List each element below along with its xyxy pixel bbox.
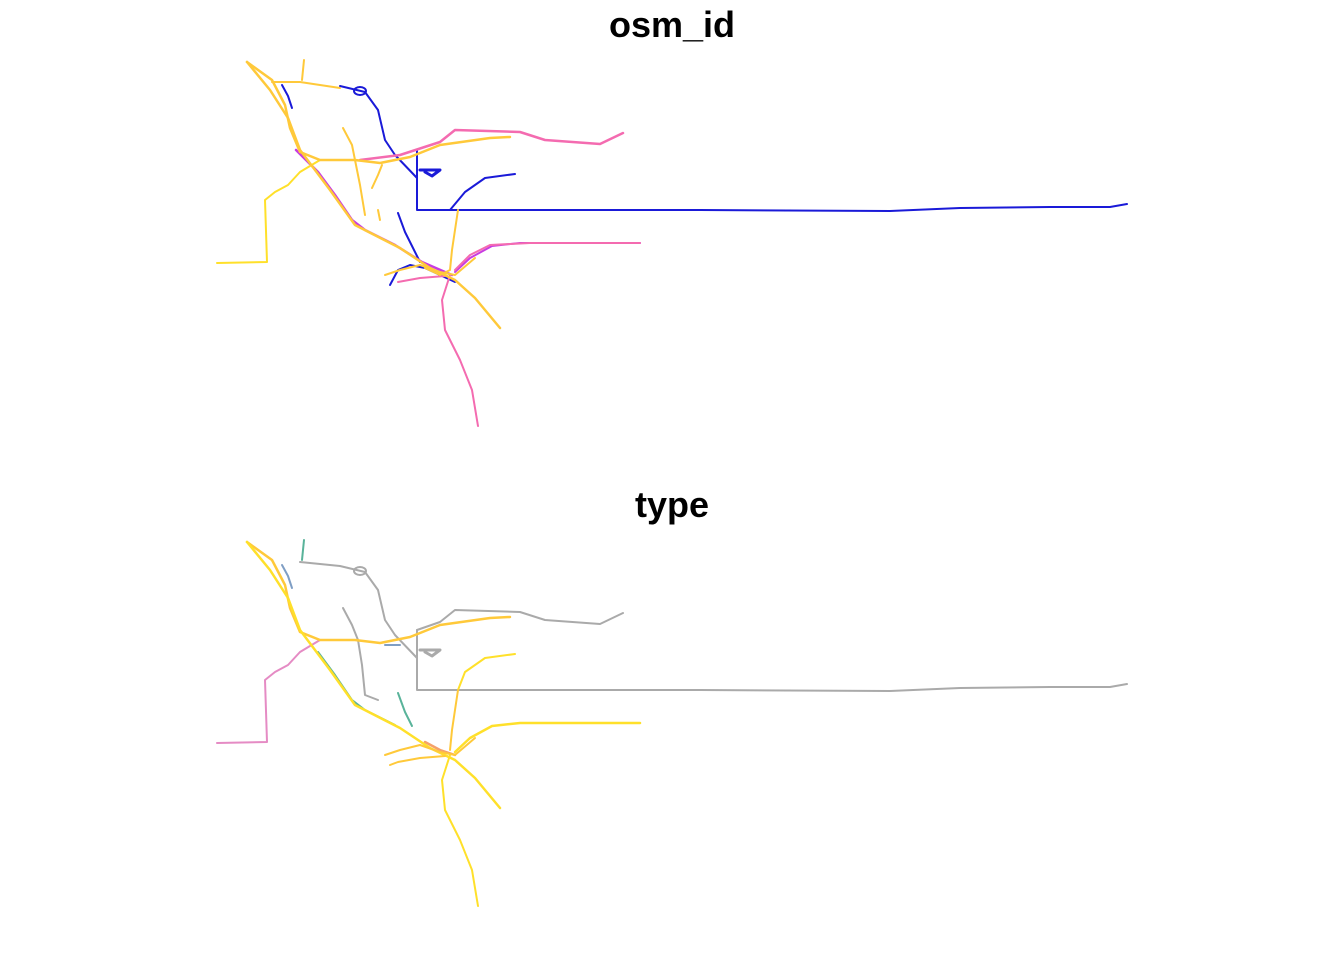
route-ne-yellow-type <box>457 653 516 691</box>
depot-loop-blue <box>418 168 442 178</box>
route-trunk-yellow-type <box>245 540 502 810</box>
route-east-magenta <box>454 242 641 273</box>
map-panel-type: type <box>0 480 1344 960</box>
route-main-yellow <box>245 60 512 165</box>
route-diagonal-teal <box>317 651 396 726</box>
route-nw-yellow <box>271 81 341 89</box>
route-west-steel <box>281 564 293 589</box>
route-center-yellow <box>424 209 459 276</box>
route-west-yellow <box>216 159 321 264</box>
route-spur2-yellow <box>377 209 381 221</box>
route-long-east-blue <box>416 149 1128 212</box>
route-west-blue <box>281 84 293 109</box>
route-junction-yellow <box>384 257 476 276</box>
route-upper-east-gray <box>416 609 624 631</box>
route-east-yellow-type <box>453 721 642 754</box>
route-long-east-gray <box>416 629 1128 692</box>
loop-marker-gray <box>353 566 367 576</box>
route-center-yellow-type <box>449 689 459 751</box>
route-ne-branch-blue <box>449 173 516 211</box>
route-sw-pink <box>397 275 446 283</box>
route-north-gray <box>299 561 418 659</box>
depot-loop-gray <box>418 648 442 658</box>
panel-title-osm-id: osm_id <box>608 4 736 45</box>
route-south-pink <box>441 274 479 427</box>
route-north-stub-yellow <box>301 59 305 81</box>
route-trunk-yellow <box>245 60 502 330</box>
route-sw-yellow-type <box>389 755 446 766</box>
route-north-blue <box>339 85 418 179</box>
route-upper-east-pink <box>358 128 625 162</box>
route-north-teal <box>301 539 305 561</box>
route-branch-gray <box>342 607 379 701</box>
map-osm-id <box>216 59 1128 427</box>
route-south-yellow-type <box>441 754 479 907</box>
route-east-pink <box>454 242 641 271</box>
route-center-blue <box>397 212 421 263</box>
panel-title-type: type <box>634 484 710 525</box>
route-center-teal <box>397 692 413 727</box>
map-panel-osm-id: osm_id <box>216 4 1128 427</box>
route-junction-yellow-type <box>384 737 476 756</box>
route-main-yellow-type <box>245 540 512 645</box>
route-spur-yellow <box>371 164 383 189</box>
map-type <box>216 539 1128 907</box>
route-branch-yellow <box>342 127 366 216</box>
loop-marker-blue <box>353 86 367 96</box>
route-west-orchid <box>216 639 356 744</box>
